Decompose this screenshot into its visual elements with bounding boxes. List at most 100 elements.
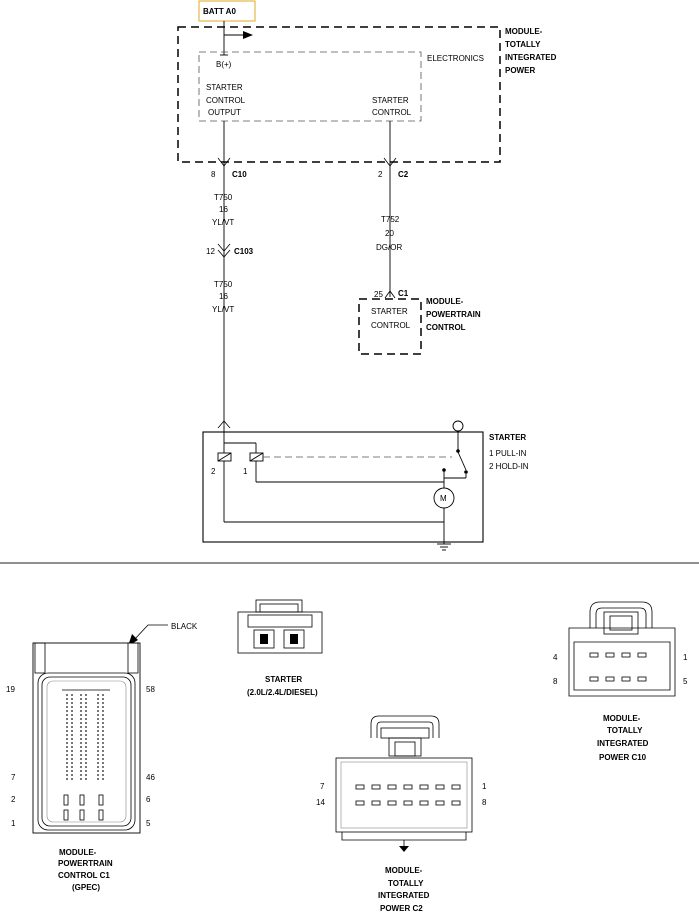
c1-label: C1 — [398, 289, 409, 298]
svg-text:4: 4 — [553, 653, 558, 662]
svg-text:MODULE-: MODULE- — [426, 297, 464, 306]
svg-text:CONTROL: CONTROL — [372, 108, 412, 117]
wire-t752-label: T752 20 DG/OR — [376, 215, 402, 252]
svg-text:8: 8 — [553, 677, 558, 686]
tipm-c10-pins — [589, 652, 647, 682]
svg-text:6: 6 — [146, 795, 151, 804]
starter-connector: STARTER (2.0L/2.4L/DIESEL) — [237, 599, 323, 697]
pcm-label: MODULE- POWERTRAIN CONTROL — [426, 297, 481, 332]
tipm-c2-connector: 7 14 1 8 MODULE- TOTALLY INTEGRATED POWE… — [316, 715, 487, 913]
svg-text:STARTER: STARTER — [372, 96, 409, 105]
black-tag-label: BLACK — [171, 622, 198, 631]
svg-text:DG/OR: DG/OR — [376, 243, 402, 252]
svg-text:MODULE-: MODULE- — [59, 848, 97, 857]
svg-text:7: 7 — [11, 773, 16, 782]
c1-pin: 25 — [374, 290, 383, 299]
svg-text:T750: T750 — [214, 193, 233, 202]
svg-text:STARTER: STARTER — [371, 307, 408, 316]
pcm-c1-caption: MODULE- POWERTRAIN CONTROL C1 (GPEC) — [58, 848, 113, 892]
svg-text:YL/VT: YL/VT — [212, 305, 234, 314]
svg-text:BATT A0: BATT A0 — [203, 7, 236, 16]
svg-text:CONTROL: CONTROL — [206, 96, 246, 105]
svg-text:TOTALLY: TOTALLY — [607, 726, 643, 735]
electronics-label: ELECTRONICS — [427, 54, 484, 63]
svg-text:14: 14 — [316, 798, 325, 807]
svg-text:POWERTRAIN: POWERTRAIN — [58, 859, 113, 868]
c10-pin: 8 — [211, 170, 216, 179]
svg-text:1: 1 — [683, 653, 688, 662]
connector-c2-symbol — [383, 157, 397, 167]
connector-c103-symbol — [217, 243, 231, 252]
svg-text:POWER: POWER — [505, 66, 535, 75]
svg-text:5: 5 — [683, 677, 688, 686]
svg-text:TOTALLY: TOTALLY — [388, 879, 424, 888]
svg-text:(2.0L/2.4L/DIESEL): (2.0L/2.4L/DIESEL) — [247, 688, 318, 697]
svg-text:STARTER: STARTER — [206, 83, 243, 92]
svg-text:T752: T752 — [381, 215, 400, 224]
svg-text:(GPEC): (GPEC) — [72, 883, 100, 892]
svg-text:TOTALLY: TOTALLY — [505, 40, 541, 49]
svg-text:POWERTRAIN: POWERTRAIN — [426, 310, 481, 319]
svg-text:16: 16 — [219, 292, 228, 301]
wire-t750-lower-label: T750 16 YL/VT — [212, 280, 234, 314]
svg-text:POWER C10: POWER C10 — [599, 753, 647, 762]
starter-outline — [202, 431, 484, 543]
c2-label: C2 — [398, 170, 409, 179]
ground-icon — [437, 543, 451, 551]
svg-text:INTEGRATED: INTEGRATED — [378, 891, 430, 900]
svg-text:20: 20 — [385, 229, 394, 238]
svg-text:1: 1 — [11, 819, 16, 828]
svg-text:5: 5 — [146, 819, 151, 828]
svg-text:1: 1 — [482, 782, 487, 791]
tipm-c10-connector: 4 8 1 5 MODULE- TOTALLY INTEGRATED POWER… — [553, 601, 688, 762]
starter-pin-2-label: 2 HOLD-IN — [489, 462, 529, 471]
svg-text:INTEGRATED: INTEGRATED — [597, 739, 649, 748]
battery-terminal-icon — [452, 420, 464, 432]
starter-connector-symbol — [217, 420, 231, 429]
pcm-module-outline — [358, 298, 422, 355]
c10-label: C10 — [232, 170, 247, 179]
svg-text:YL/VT: YL/VT — [212, 218, 234, 227]
svg-text:58: 58 — [146, 685, 155, 694]
svg-text:2: 2 — [11, 795, 16, 804]
batt-a0-label: BATT A0 — [198, 0, 256, 22]
electronics-box — [198, 51, 422, 122]
svg-text:MODULE-: MODULE- — [603, 714, 641, 723]
svg-text:CONTROL: CONTROL — [426, 323, 466, 332]
svg-text:CONTROL: CONTROL — [371, 321, 411, 330]
svg-text:INTEGRATED: INTEGRATED — [505, 53, 557, 62]
pcm-inner-label: STARTER CONTROL — [371, 307, 411, 330]
svg-text:8: 8 — [482, 798, 487, 807]
svg-text:19: 19 — [6, 685, 15, 694]
tipm-c2-pins — [355, 784, 461, 806]
solenoid-pin-2: 2 — [211, 467, 216, 476]
c2-pin: 2 — [378, 170, 383, 179]
svg-text:46: 46 — [146, 773, 155, 782]
c103-label: C103 — [234, 247, 254, 256]
svg-text:16: 16 — [219, 205, 228, 214]
svg-text:7: 7 — [320, 782, 325, 791]
starter-control-label: STARTER CONTROL — [372, 96, 412, 117]
bplus-label: B(+) — [216, 60, 232, 69]
svg-text:POWER C2: POWER C2 — [380, 904, 423, 913]
tipm-label: MODULE- TOTALLY INTEGRATED POWER — [505, 27, 557, 75]
c103-pin: 12 — [206, 247, 215, 256]
svg-text:MODULE-: MODULE- — [385, 866, 423, 875]
starter-label: STARTER — [489, 433, 526, 442]
pcm-c1-pin-rows — [63, 694, 104, 821]
svg-text:MODULE-: MODULE- — [505, 27, 543, 36]
starter-control-output-label: STARTER CONTROL OUTPUT — [206, 83, 246, 117]
schematic: BATT A0 MODULE- TOTALLY INTEGRATED POWER… — [177, 0, 557, 551]
svg-text:CONTROL C1: CONTROL C1 — [58, 871, 110, 880]
tipm-c10-caption: MODULE- TOTALLY INTEGRATED POWER C10 — [597, 714, 649, 762]
wire-t750-upper-label: T750 16 YL/VT — [212, 193, 234, 227]
starter-pin-1-label: 1 PULL-IN — [489, 449, 527, 458]
connector-c1-symbol — [384, 290, 396, 299]
pcm-c1-connector: BLACK 19 7 2 1 58 46 6 5 — [6, 622, 198, 892]
arrow-right-icon — [243, 31, 253, 39]
svg-text:OUTPUT: OUTPUT — [208, 108, 241, 117]
tipm-module-outline — [177, 26, 501, 163]
motor-icon: M — [433, 487, 455, 509]
svg-text:M: M — [440, 494, 447, 503]
